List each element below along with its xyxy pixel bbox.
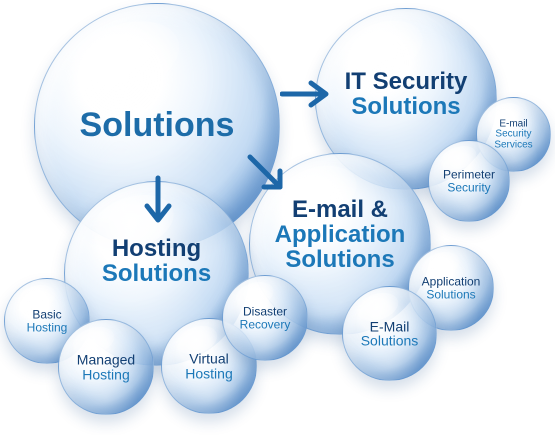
hosting-label: Hosting Solutions	[101, 234, 212, 287]
disaster-recovery-bubble: Disaster Recovery	[222, 275, 308, 361]
email-security-services-line2: Security	[495, 128, 532, 140]
email-security-services-label: E-mail Security Services	[494, 117, 533, 151]
arrow-down-icon	[144, 175, 172, 223]
basic-hosting-label: Basic Hosting	[27, 308, 68, 333]
disaster-recovery-line1: Disaster	[242, 304, 287, 319]
managed-hosting-line2: Hosting	[82, 366, 130, 382]
virtual-hosting-label: Virtual Hosting	[185, 351, 232, 380]
disaster-recovery-line2: Recovery	[239, 317, 291, 331]
managed-hosting-label: Managed Hosting	[77, 352, 135, 381]
arrow-diagonal-icon	[247, 154, 283, 190]
email-security-services-line1: E-mail	[499, 117, 528, 129]
email-solutions-label: E-Mail Solutions	[361, 319, 419, 348]
disaster-recovery-label: Disaster Recovery	[240, 305, 291, 330]
virtual-hosting-line2: Hosting	[185, 365, 233, 381]
it-security-label: IT Security Solutions	[344, 67, 468, 120]
hosting-line2: Solutions	[101, 259, 212, 287]
email-security-services-line3: Services	[494, 138, 533, 150]
email-solutions-line1: E-Mail	[369, 317, 410, 334]
email-solutions-bubble: E-Mail Solutions	[342, 286, 437, 381]
perimeter-security-line2: Security	[447, 180, 491, 194]
virtual-hosting-line1: Virtual	[189, 350, 229, 367]
email-solutions-line2: Solutions	[360, 332, 419, 349]
email-application-line2: Application	[274, 221, 406, 249]
basic-hosting-line1: Basic	[32, 307, 62, 322]
basic-hosting-bubble: Basic Hosting	[4, 278, 90, 364]
managed-hosting-line1: Managed	[76, 351, 136, 368]
it-security-line2: Solutions	[351, 92, 461, 120]
perimeter-security-label: Perimeter Security	[443, 168, 495, 193]
application-solutions-line1: Application	[421, 274, 481, 289]
email-application-line3: Solutions	[285, 246, 395, 274]
hosting-line1: Hosting	[111, 234, 202, 262]
email-application-label: E-mail & Application Solutions	[275, 197, 406, 273]
managed-hosting-bubble: Managed Hosting	[58, 319, 154, 415]
perimeter-security-line1: Perimeter	[442, 167, 496, 182]
email-application-line1: E-mail &	[291, 196, 389, 224]
application-solutions-line2: Solutions	[426, 287, 476, 301]
basic-hosting-line2: Hosting	[26, 320, 68, 334]
solutions-label: Solutions	[79, 106, 235, 145]
solutions-title: Solutions	[79, 106, 235, 145]
arrow-right-icon	[280, 80, 329, 108]
perimeter-security-bubble: Perimeter Security	[428, 140, 510, 222]
it-security-line1: IT Security	[344, 67, 468, 95]
application-solutions-label: Application Solutions	[422, 275, 481, 300]
